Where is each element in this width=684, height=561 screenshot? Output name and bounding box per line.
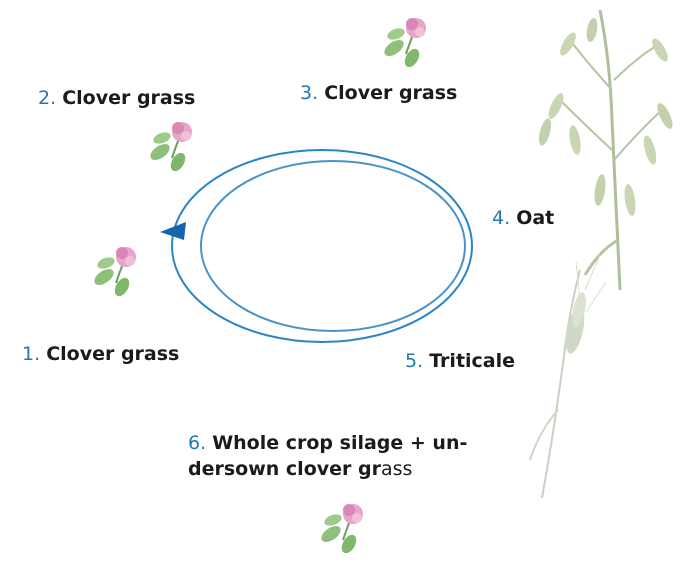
oat-plant-icon xyxy=(537,10,676,290)
step-5-crop: Triticale xyxy=(429,350,515,372)
step-2-label: 2. Clover grass xyxy=(38,85,195,111)
clover-icon xyxy=(148,122,192,174)
step-4-number: 4. xyxy=(492,207,510,229)
step-2-crop: Clover grass xyxy=(62,87,195,109)
step-6-number: 6. xyxy=(188,432,206,454)
rotation-cycle xyxy=(160,150,472,342)
step-1-crop: Clover grass xyxy=(46,343,179,365)
step-5-number: 5. xyxy=(405,350,423,372)
step-1-number: 1. xyxy=(22,343,40,365)
step-3-number: 3. xyxy=(300,82,318,104)
step-3-crop: Clover grass xyxy=(324,82,457,104)
step-6-crop: Whole crop silage + un- xyxy=(212,432,467,454)
step-6-crop-continued: dersown clover gr xyxy=(188,458,381,480)
clover-icon xyxy=(92,247,136,299)
step-1-label: 1. Clover grass xyxy=(22,341,179,367)
step-2-number: 2. xyxy=(38,87,56,109)
step-6-crop-end: ass xyxy=(381,458,412,480)
step-6-label: 6. Whole crop silage + un- dersown clove… xyxy=(188,430,518,482)
outer-cycle-ring xyxy=(172,150,472,342)
inner-cycle-ring xyxy=(201,161,465,331)
triticale-plant-icon xyxy=(530,255,606,498)
step-4-crop: Oat xyxy=(516,207,554,229)
step-4-label: 4. Oat xyxy=(492,205,554,231)
clover-icon xyxy=(319,504,363,556)
step-5-label: 5. Triticale xyxy=(405,348,515,374)
step-3-label: 3. Clover grass xyxy=(300,80,457,106)
clover-icon xyxy=(382,18,426,70)
step-6-line-1: 6. Whole crop silage + un- xyxy=(188,430,518,456)
step-6-line-2: dersown clover grass xyxy=(188,456,518,482)
